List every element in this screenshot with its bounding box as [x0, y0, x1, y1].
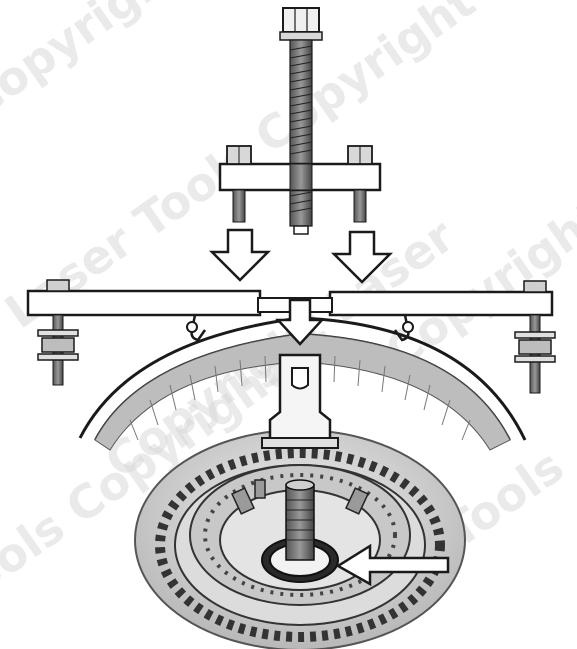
right-bolt-washer-2	[514, 355, 556, 363]
right-side-bolt	[514, 280, 556, 394]
lower-cross-bar	[26, 289, 554, 342]
forcing-screw-tip	[293, 225, 309, 235]
shaft-top	[285, 479, 315, 491]
yoke-left-bolt-shank	[232, 189, 246, 223]
right-hook-pin	[402, 321, 414, 333]
left-hook-pin	[186, 321, 198, 333]
forcing-screw-thread	[289, 39, 313, 227]
gear-teeth-ring	[155, 448, 445, 642]
puller-center-leg	[261, 353, 339, 449]
upper-puller-yoke	[218, 7, 382, 235]
splined-shaft	[285, 484, 315, 561]
snap-ring-segments	[231, 479, 369, 515]
center-leg-foot	[261, 437, 339, 449]
forcing-screw-head	[282, 7, 320, 33]
forcing-screw-thread-lines	[289, 45, 313, 213]
yoke-right-bolt-shank	[353, 189, 367, 223]
right-bolt-nut	[518, 339, 552, 355]
direction-arrows	[208, 228, 450, 587]
arrow-pointing-seal	[335, 543, 450, 587]
arrow-down-left	[208, 228, 272, 282]
housing-hatching	[129, 355, 471, 441]
clutch-drum-assembly	[78, 316, 527, 649]
arrow-down-right	[330, 230, 394, 284]
center-leg-hole	[291, 367, 309, 390]
lower-bar-left	[26, 289, 262, 317]
right-bolt-top-nut	[523, 280, 547, 293]
left-bolt-washer-2	[37, 353, 79, 361]
left-bolt-washer-1	[37, 329, 79, 337]
clutch-plate-holes	[203, 473, 397, 597]
left-side-bolt	[37, 279, 79, 386]
housing-band	[94, 333, 511, 451]
left-bolt-top-nut	[46, 279, 70, 292]
arrow-down-center	[275, 298, 325, 346]
lower-bar-right	[328, 290, 554, 317]
shaft-splines	[286, 499, 314, 541]
forcing-screw-collar	[279, 31, 323, 41]
left-bolt-nut	[41, 337, 75, 353]
right-bolt-washer-1	[514, 331, 556, 339]
